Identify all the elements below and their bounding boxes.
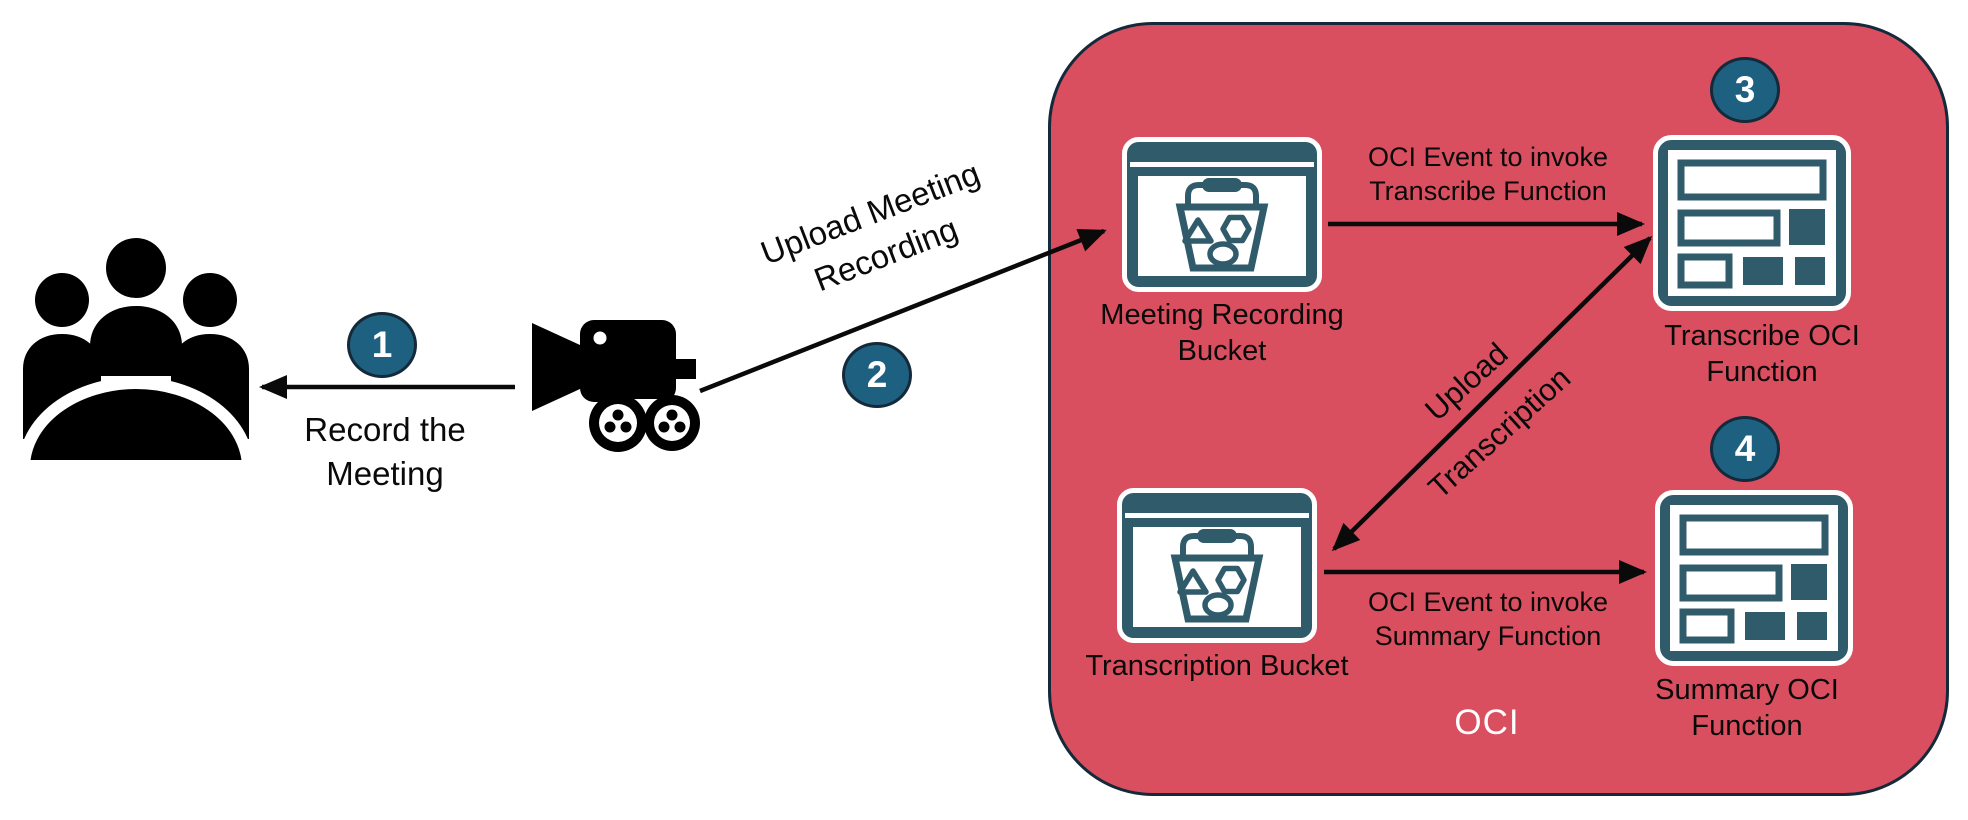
step-number: 3 — [1734, 69, 1756, 110]
upload-recording-label: Upload Meeting Recording — [755, 154, 985, 298]
step-number: 4 — [1734, 428, 1756, 469]
step-badge-1: 1 — [347, 312, 417, 378]
transcription-bucket-icon — [1117, 488, 1317, 643]
invoke-transcribe-label: OCI Event to invoke Transcribe Function — [1367, 142, 1609, 207]
transcribe-function-icon — [1653, 135, 1851, 311]
meeting-audience-icon — [22, 238, 250, 460]
transcribe-function-label: Transcribe OCI Function — [1664, 320, 1860, 389]
record-meeting-label: Record the Meeting — [304, 411, 466, 492]
oci-container-label: OCI — [1454, 703, 1520, 742]
video-camera-icon — [532, 320, 700, 452]
step-badge-4: 4 — [1710, 416, 1780, 482]
meeting-recording-bucket-icon — [1122, 137, 1322, 292]
invoke-summary-label: OCI Event to invoke Summary Function — [1367, 587, 1609, 652]
step-badge-2: 2 — [842, 342, 912, 408]
meeting-bucket-label: Meeting Recording Bucket — [1100, 299, 1344, 368]
summary-function-icon — [1655, 490, 1853, 666]
step-number: 1 — [371, 324, 393, 365]
summary-function-label: Summary OCI Function — [1655, 674, 1839, 743]
step-badge-3: 3 — [1710, 57, 1780, 123]
transcription-bucket-label: Transcription Bucket — [1085, 650, 1349, 682]
step-number: 2 — [866, 354, 888, 395]
